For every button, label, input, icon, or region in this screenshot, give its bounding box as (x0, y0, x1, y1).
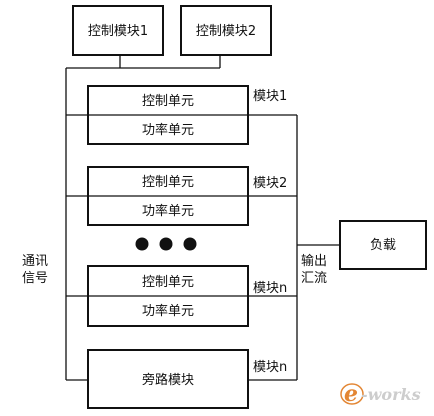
comm-signal-label: 通讯 信号 (22, 254, 48, 286)
module-n-power-unit-label: 功率单元 (142, 303, 194, 319)
comm-signal-label-line-1: 通讯 (22, 254, 48, 269)
module-n-tag: 模块n (253, 281, 287, 296)
module-n-control-unit-label: 控制单元 (142, 275, 194, 290)
bypass-module-label: 旁路模块 (142, 372, 194, 388)
connection-lines (65, 55, 340, 381)
module-2: 控制单元 功率单元 (87, 166, 249, 226)
module-2-power-unit-label: 功率单元 (142, 203, 194, 219)
watermark-text: -works (361, 385, 421, 404)
module-2-tag: 模块2 (253, 176, 287, 191)
module-2-control-unit-label: 控制单元 (142, 175, 194, 190)
module-1: 控制单元 功率单元 (87, 85, 249, 145)
load-box: 负载 (339, 220, 427, 270)
control-module-1: 控制模块1 (72, 5, 164, 56)
module-n: 控制单元 功率单元 (87, 265, 249, 327)
bypass-module: 旁路模块 (87, 349, 249, 409)
watermark-e: e (344, 381, 358, 407)
bypass-module-tag: 模块n (253, 360, 287, 375)
module-1-control-unit-label: 控制单元 (142, 94, 194, 109)
module-1-power-unit-label: 功率单元 (142, 122, 194, 138)
output-bus-label-line-1: 输出 (301, 253, 327, 269)
control-module-2-label: 控制模块2 (196, 24, 256, 39)
control-module-1-label: 控制模块1 (88, 24, 148, 39)
module-1-tag: 模块1 (253, 89, 287, 104)
output-bus-label: 输出 汇流 (301, 253, 327, 286)
control-module-2: 控制模块2 (180, 5, 272, 56)
ellipsis-dots (135, 237, 197, 251)
load-label: 负载 (370, 238, 396, 253)
e-works-logo: e -works (340, 381, 421, 407)
output-bus-label-line-2: 汇流 (301, 271, 327, 286)
comm-signal-label-line-2: 信号 (22, 271, 48, 286)
